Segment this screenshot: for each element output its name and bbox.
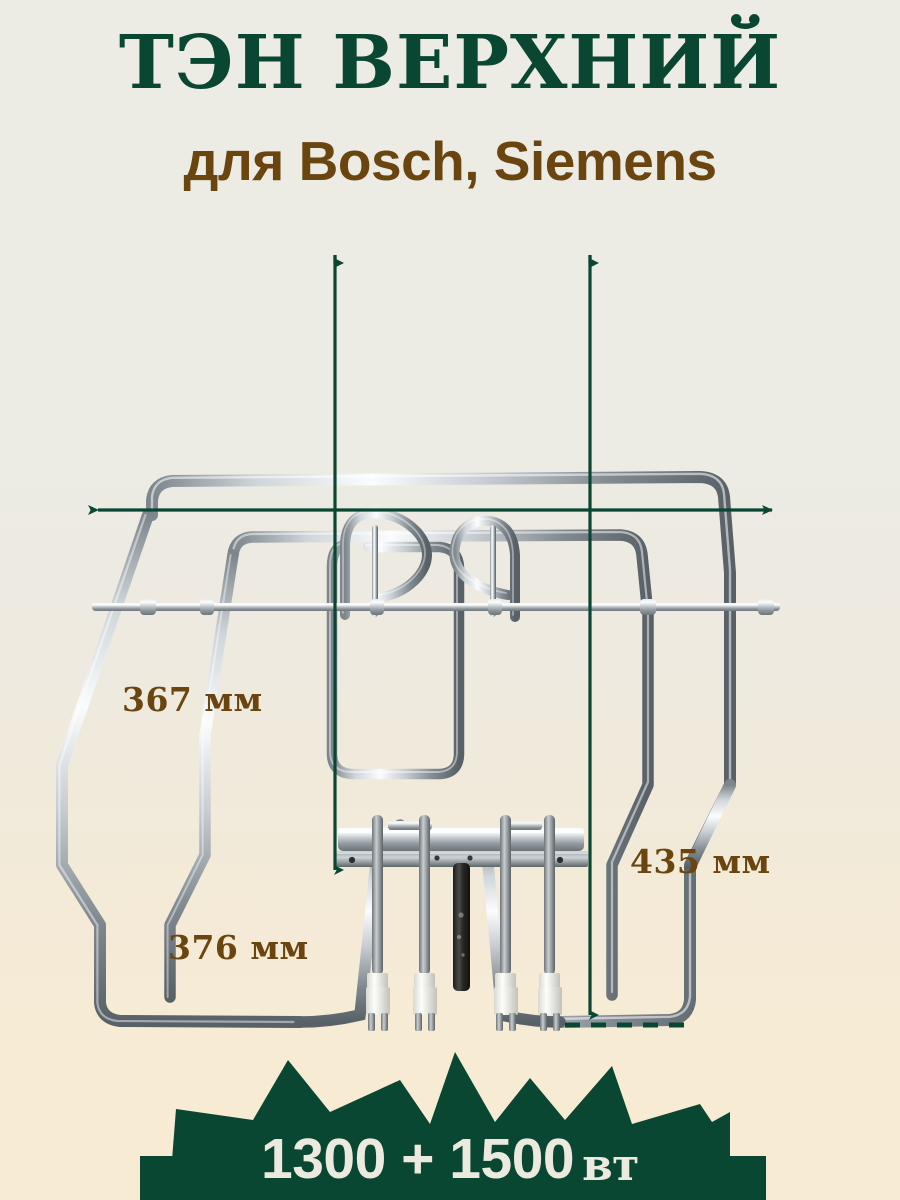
power-unit: вт: [582, 1140, 639, 1191]
terminal-block: [334, 815, 588, 1031]
page-title: ТЭН ВЕРХНИЙ: [118, 20, 782, 106]
product-stage: 367 мм 435 мм 376 мм: [0, 225, 900, 1060]
starburst-shape: [140, 1052, 766, 1200]
power-value: 1300 + 1500: [261, 1127, 575, 1191]
dimension-435mm: [565, 255, 692, 1028]
inner-heating-loop: [164, 529, 654, 1003]
terminal-connectors: [366, 973, 562, 1031]
top-hairpin-loops: [340, 508, 520, 622]
power-badge-text: 1300 + 1500 вт: [0, 1052, 900, 1200]
dimension-overlay: [88, 255, 773, 1028]
outer-heating-loop: [56, 471, 736, 1028]
terminal-rods: [372, 815, 555, 975]
dimension-label-376mm: 376 мм: [168, 928, 309, 967]
page-subtitle: для Bosch, Siemens: [183, 130, 717, 192]
header: ТЭН ВЕРХНИЙ для Bosch, Siemens: [0, 0, 900, 189]
dimension-label-435mm: 435 мм: [630, 842, 771, 881]
horizontal-support-bar: [92, 599, 780, 615]
sensor-probe: [453, 863, 470, 991]
power-badge: 1300 + 1500 вт: [0, 1052, 900, 1200]
product-photo: [56, 471, 780, 1031]
dimension-label-367mm: 367 мм: [122, 680, 263, 719]
